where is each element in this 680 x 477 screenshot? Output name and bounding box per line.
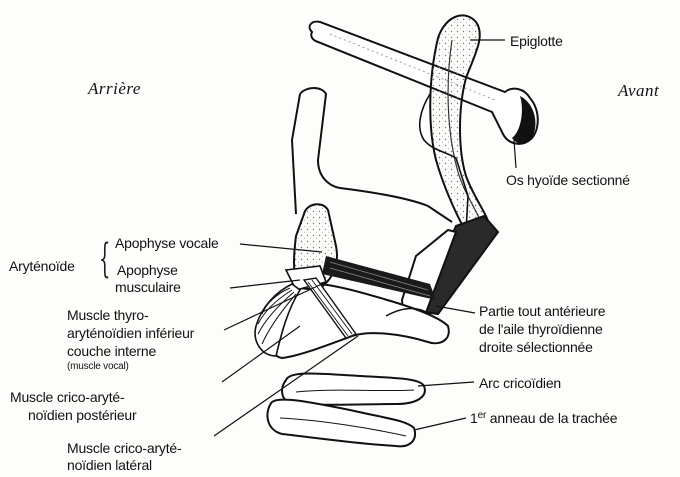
back-orientation-label: Arrière xyxy=(88,80,141,97)
label-apophyse-musculaire-line1: Apophyse xyxy=(117,262,178,279)
label-partie-line2: de l'aile thyroïdienne xyxy=(479,321,603,338)
first-tracheal-ring xyxy=(267,400,415,447)
label-crico-lat-line1: Muscle crico-aryté- xyxy=(67,440,181,457)
label-thyro-line2: aryténoïdien inférieur xyxy=(67,325,194,342)
label-tracheal-ring-number: 1 xyxy=(470,410,478,426)
label-apophyse-musculaire-line2: musculaire xyxy=(115,279,181,296)
cricoid-arch xyxy=(282,374,425,405)
label-arytenoide: Aryténoïde xyxy=(9,258,75,275)
arytenoid-cartilage xyxy=(286,204,337,290)
label-os-hyoide: Os hyoïde sectionné xyxy=(506,172,630,189)
label-crico-post-line1: Muscle crico-aryté- xyxy=(10,389,124,406)
label-thyro-line1: Muscle thyro- xyxy=(67,307,148,324)
label-apophyse-vocale: Apophyse vocale xyxy=(115,235,219,252)
front-orientation-label: Avant xyxy=(618,82,659,99)
label-tracheal-ring-superscript: er xyxy=(478,410,487,421)
label-tracheal-ring-text: anneau de la trachée xyxy=(486,410,617,426)
epiglottis xyxy=(430,15,490,236)
label-arc-cricoidien: Arc cricoïdien xyxy=(479,375,561,392)
label-crico-post-line2: noïdien postérieur xyxy=(28,407,136,424)
arytenoid-brace: { xyxy=(99,234,110,284)
label-epiglotte: Epiglotte xyxy=(510,33,563,50)
label-tracheal-ring: 1er anneau de la trachée xyxy=(470,410,617,429)
label-crico-lat-line2: noïdien latéral xyxy=(67,457,152,474)
label-thyro-line4: (muscle vocal) xyxy=(67,361,129,373)
label-thyro-line3: couche interne xyxy=(67,343,156,360)
label-partie-line1: Partie tout antérieure xyxy=(479,303,605,320)
label-partie-line3: droite sélectionnée xyxy=(479,339,593,356)
